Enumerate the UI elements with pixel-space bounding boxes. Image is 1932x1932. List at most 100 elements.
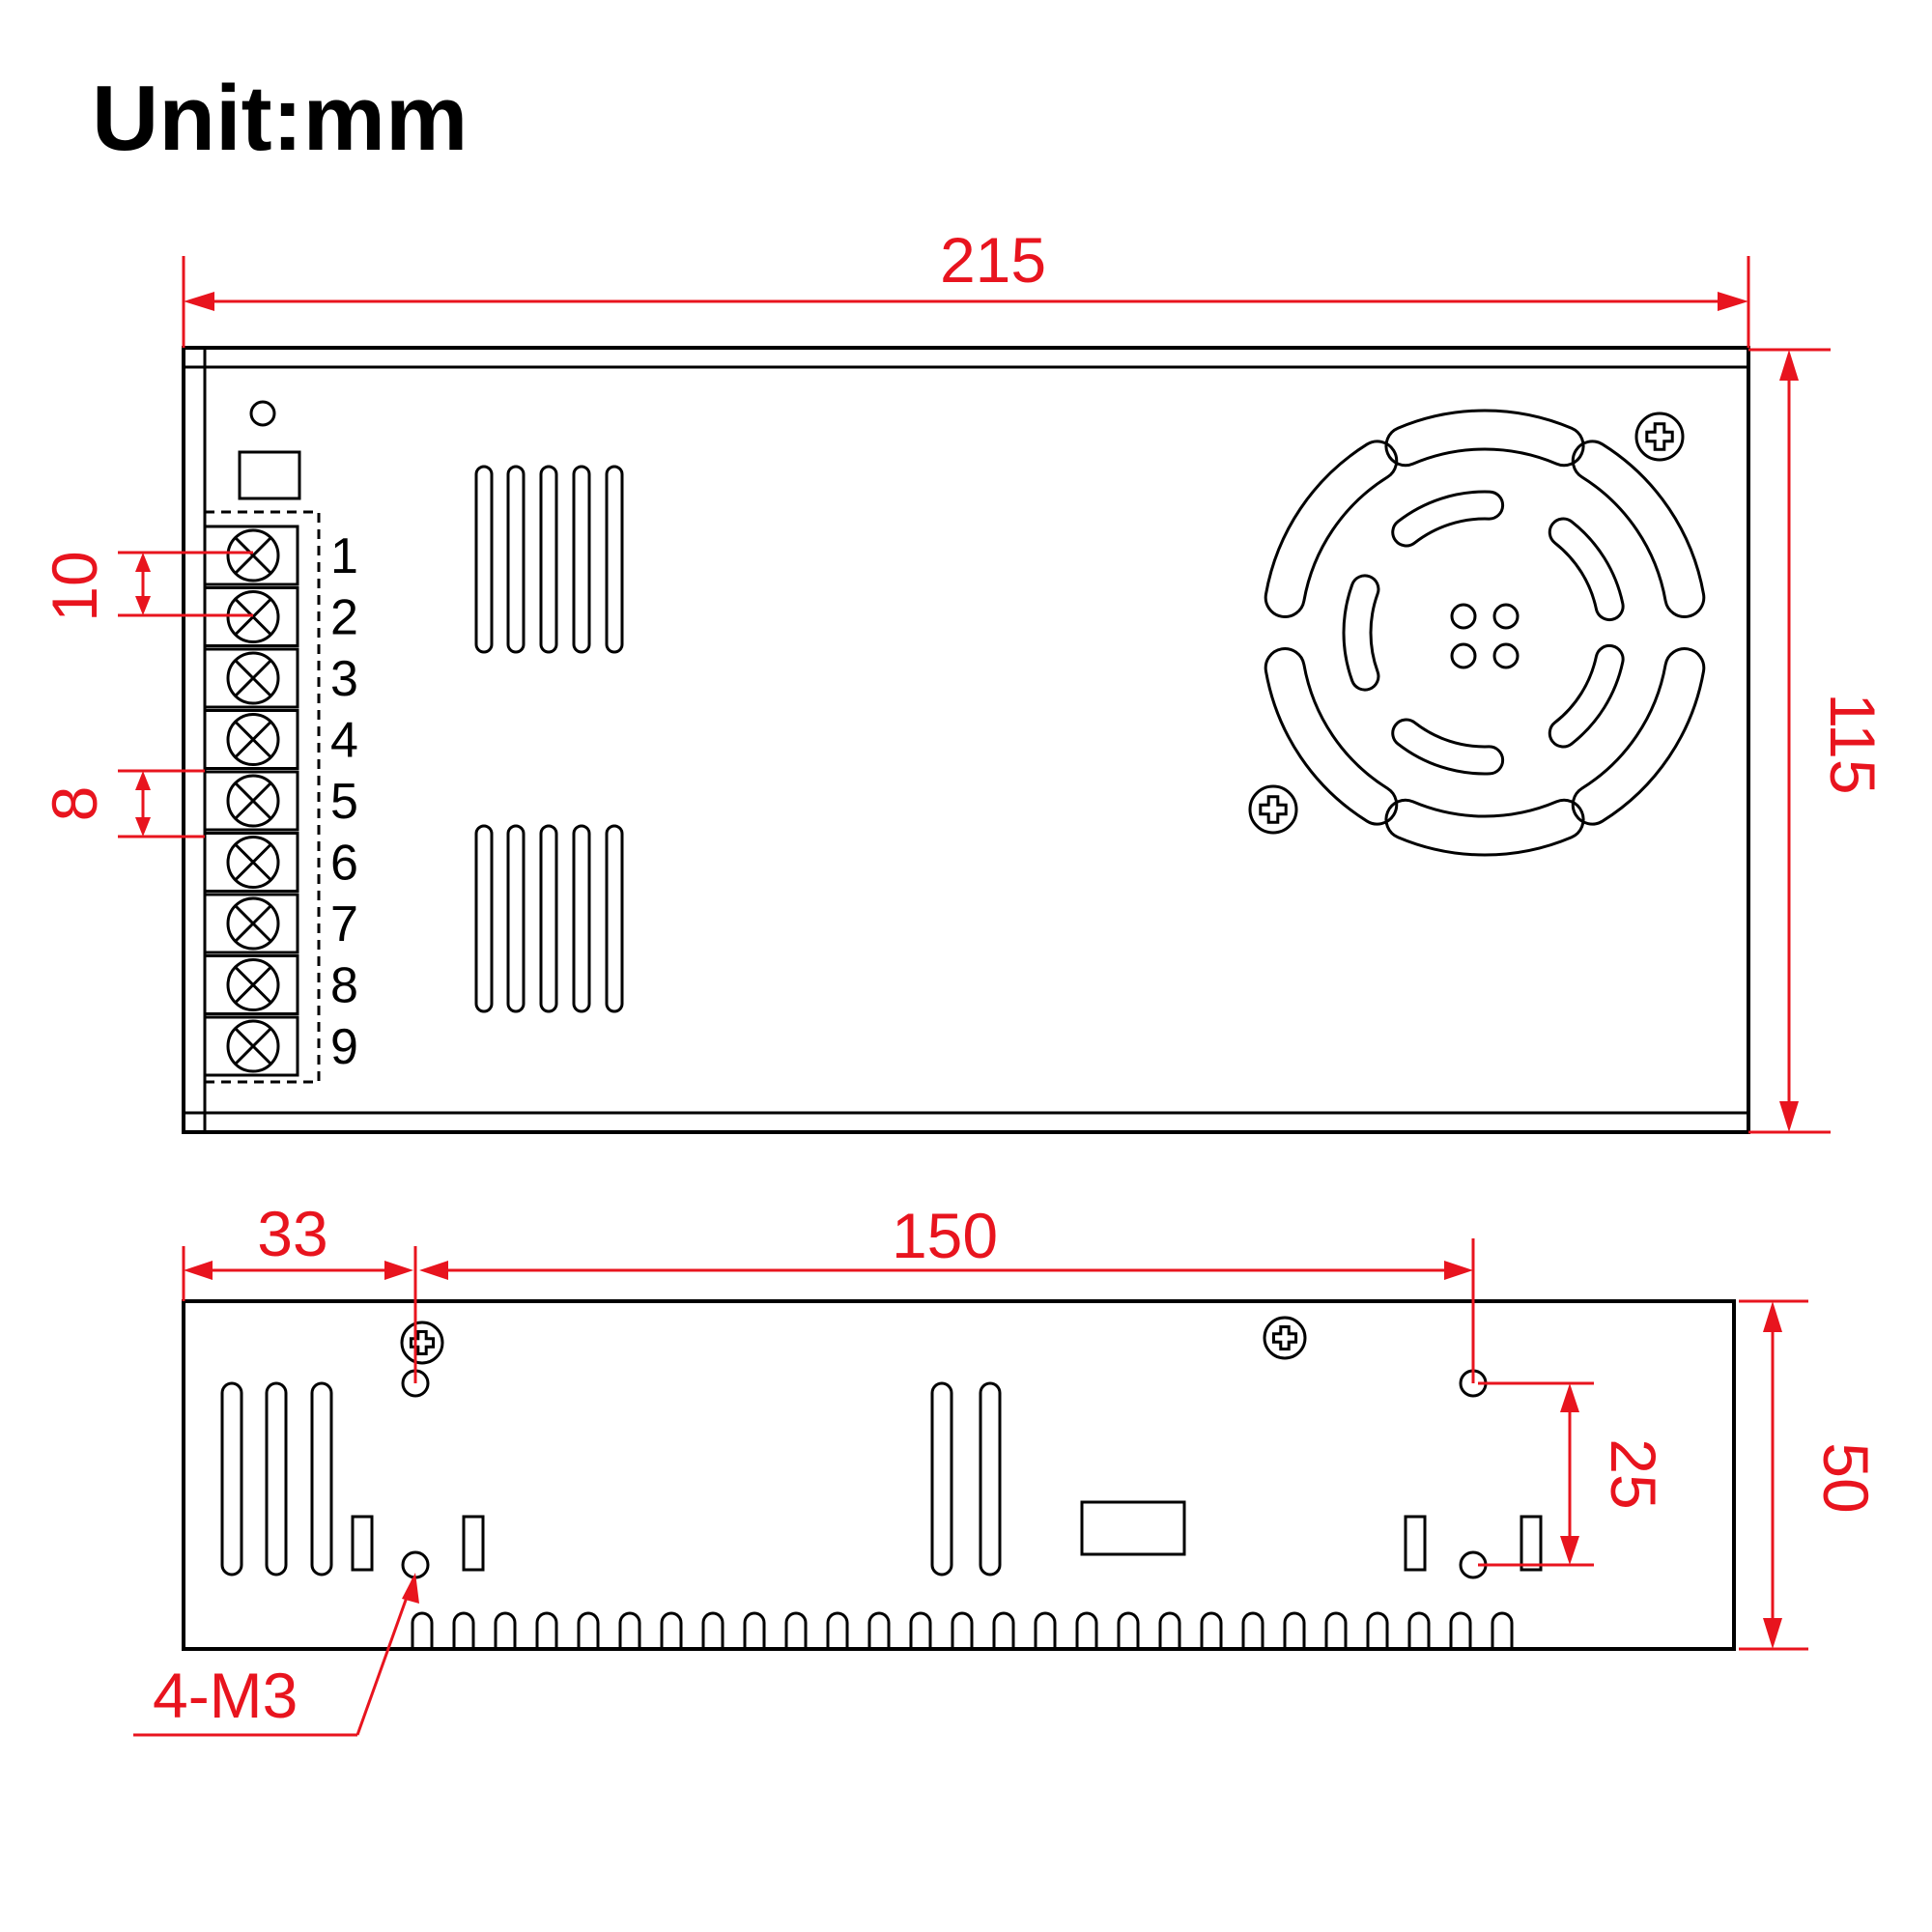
vent-slot — [605, 465, 624, 654]
side-slot — [351, 1515, 374, 1572]
comb-slot — [743, 1611, 766, 1649]
vent-slot — [265, 1381, 288, 1577]
comb-slot — [1366, 1611, 1389, 1649]
dimension-side-horizontal: 33 150 — [182, 1198, 1475, 1383]
terminal-screw — [203, 709, 299, 770]
vent-slot — [539, 824, 558, 1013]
vent-slot — [474, 824, 494, 1013]
dimension-offset-label: 33 — [257, 1198, 327, 1269]
comb-slot — [1407, 1611, 1431, 1649]
dimension-side-height: 50 — [1739, 1299, 1882, 1651]
fan-slot — [1264, 647, 1399, 826]
terminal-screw — [203, 770, 299, 832]
dimension-terminal-pitch: 10 — [39, 551, 253, 622]
vent-slot — [310, 1381, 333, 1577]
vent-slots-upper — [474, 465, 624, 654]
screw-icon — [400, 1321, 444, 1365]
comb-slot — [1158, 1611, 1181, 1649]
terminal-screw — [203, 893, 299, 954]
side-slot — [1404, 1515, 1427, 1572]
side-slot — [1520, 1515, 1543, 1572]
dimension-side-hole-vertical: 25 — [1478, 1381, 1669, 1567]
bottom-vent-comb — [411, 1611, 1514, 1649]
top-view-outline — [182, 346, 1750, 1134]
terminal-number: 9 — [330, 1019, 358, 1075]
terminal-screw — [203, 954, 299, 1015]
terminal-number: 1 — [330, 528, 358, 584]
terminal-screw — [203, 647, 299, 709]
comb-slot — [452, 1611, 475, 1649]
comb-slot — [867, 1611, 891, 1649]
fan-slot — [1391, 490, 1505, 548]
fan-slot — [1571, 440, 1706, 618]
fan-slot — [1342, 574, 1380, 692]
vent-slot — [605, 824, 624, 1013]
comb-slot — [701, 1611, 724, 1649]
fan-hub-hole — [1450, 603, 1477, 630]
terminal-number: 8 — [330, 958, 358, 1014]
fan-slot — [1384, 798, 1585, 857]
comb-slot — [1200, 1611, 1223, 1649]
screw-icon — [1634, 412, 1685, 462]
side-slot — [462, 1515, 485, 1572]
side-view-outline — [182, 1299, 1736, 1651]
screw-icon — [1263, 1316, 1307, 1360]
terminal-number: 3 — [330, 651, 358, 707]
vent-slots-lower — [474, 824, 624, 1013]
vent-slot — [539, 465, 558, 654]
voltage-adjust-pot — [238, 450, 301, 500]
unit-label: Unit:mm — [92, 67, 468, 170]
comb-slot — [1241, 1611, 1264, 1649]
terminal-number: 6 — [330, 836, 358, 892]
fan-slot — [1391, 718, 1505, 776]
comb-slot — [1283, 1611, 1306, 1649]
dimension-pitch-label: 10 — [39, 551, 110, 621]
vent-slots-side-mid — [930, 1381, 1002, 1577]
vent-slot — [930, 1381, 953, 1577]
terminal-number: 2 — [330, 590, 358, 646]
comb-slot — [411, 1611, 434, 1649]
mount-hole-label: 4-M3 — [153, 1660, 298, 1731]
dimension-gap-label: 8 — [39, 786, 110, 822]
fan-slot — [1548, 644, 1625, 749]
comb-slot — [535, 1611, 558, 1649]
vent-slot — [979, 1381, 1002, 1577]
dimension-hole-vertical-label: 25 — [1598, 1438, 1669, 1509]
fan-slot — [1264, 440, 1399, 618]
comb-slot — [1117, 1611, 1140, 1649]
dimension-width-label: 215 — [940, 224, 1046, 296]
vent-slot — [474, 465, 494, 654]
fan-hub-hole — [1492, 603, 1520, 630]
dimension-side-height-label: 50 — [1810, 1442, 1882, 1513]
comb-slot — [1075, 1611, 1098, 1649]
vent-slots-side-left — [220, 1381, 333, 1577]
terminal-screw — [203, 1015, 299, 1077]
dimension-top-width: 215 — [182, 224, 1750, 348]
vent-slot — [572, 465, 591, 654]
vent-slot — [506, 824, 526, 1013]
fan-hub-hole — [1492, 642, 1520, 669]
dimension-terminal-gap: 8 — [39, 769, 205, 838]
side-view — [182, 1299, 1736, 1651]
led-indicator — [249, 400, 276, 427]
vent-slot — [506, 465, 526, 654]
comb-slot — [660, 1611, 683, 1649]
mount-hole-callout: 4-M3 — [133, 1573, 419, 1737]
comb-slot — [577, 1611, 600, 1649]
comb-slot — [1034, 1611, 1057, 1649]
comb-slot — [826, 1611, 849, 1649]
comb-slot — [618, 1611, 641, 1649]
comb-slot — [494, 1611, 517, 1649]
fan-hub-hole — [1450, 642, 1477, 669]
comb-slot — [1491, 1611, 1514, 1649]
fan-slot — [1548, 517, 1625, 621]
vent-slot — [220, 1381, 243, 1577]
terminal-screw — [203, 832, 299, 893]
dimension-top-height: 115 — [1748, 348, 1889, 1134]
terminal-number: 5 — [330, 774, 358, 830]
fan-slot — [1571, 647, 1706, 826]
dimension-spacing-label: 150 — [892, 1200, 998, 1271]
